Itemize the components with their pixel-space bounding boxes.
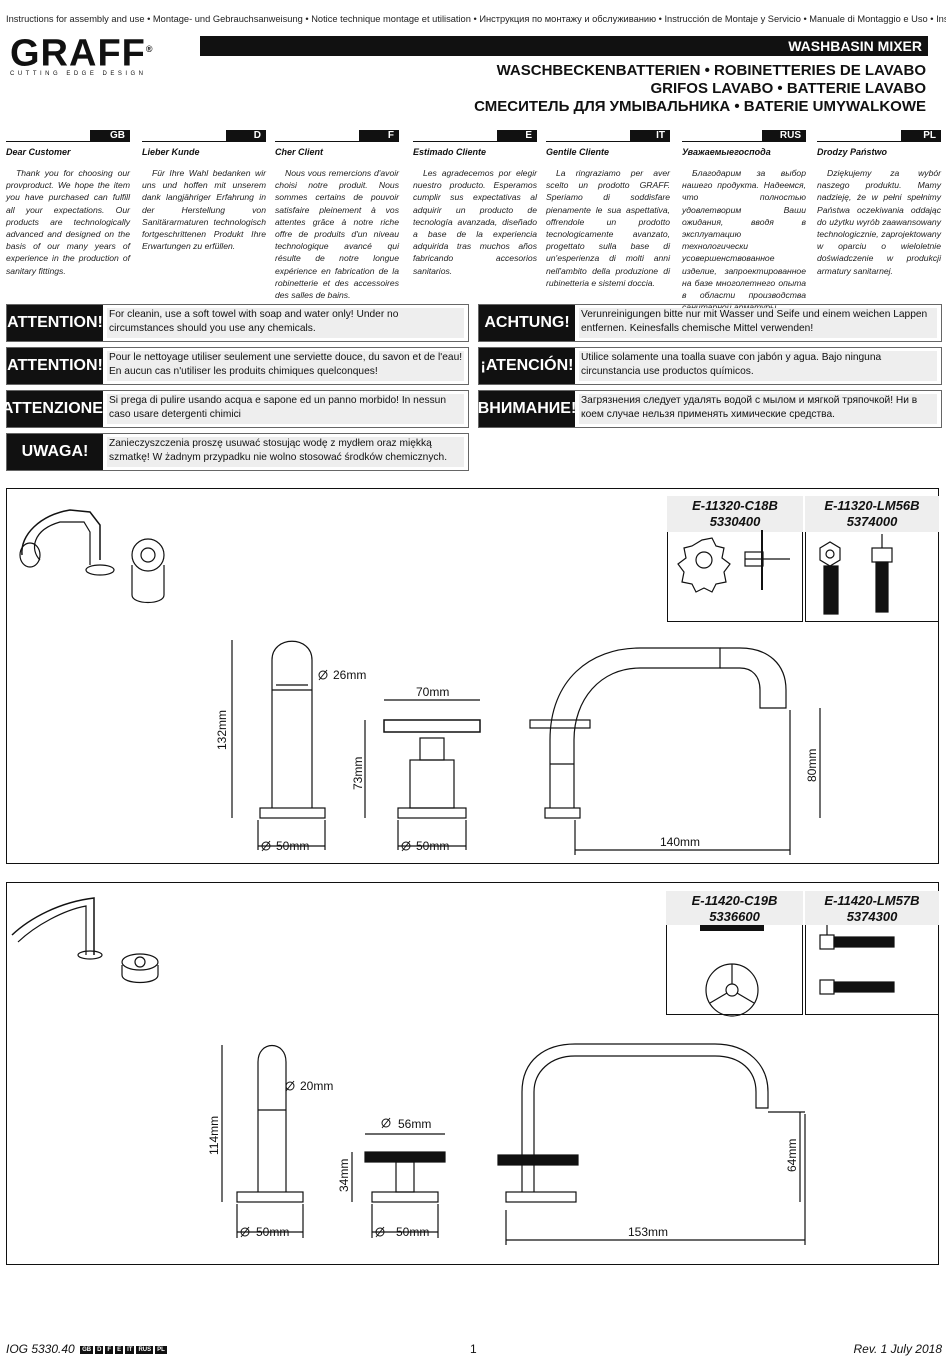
dim-handle-height-2: 34mm [337,1159,351,1192]
lang-tab-it: IT [630,130,670,142]
lang-tab-gb: GB [90,130,130,142]
attention-it: ATTENZIONE!Si prega di pulire usando acq… [2,390,469,428]
intro-text: La ringraziamo per aver scelto un prodot… [546,168,670,288]
mixer-sketch-1 [19,509,165,604]
dim-reach-2: 153mm [628,1225,668,1239]
page-number: 1 [470,1342,477,1356]
attention-de: ACHTUNG!Verunreinigungen bitte nur mit W… [478,304,942,342]
intro-text: Dziękujemy za wybór naszego produktu. Ma… [817,168,941,276]
dim-side-height-1: 80mm [805,749,819,782]
mixer-side-1 [529,647,821,855]
lang-tab-e: E [497,130,537,142]
greeting: Dear Customer [6,147,71,157]
revision-date: Rev. 1 July 2018 [853,1342,943,1356]
title-line-3: СМЕСИТЕЛЬ ДЛЯ УМЫВАЛЬНИКА • BATERIE UMYW… [474,98,926,115]
intro-text: Nous vous remercions d'avoir choisi notr… [275,168,399,301]
title-line-2: GRIFOS LAVABO • BATTERIE LAVABO [650,80,926,97]
spout-front-1 [231,640,326,850]
greeting: Lieber Kunde [142,147,200,157]
intro-text: Für Ihre Wahl bedanken wir uns und hoffe… [142,168,266,252]
dim-handle-width-1: 70mm [416,685,449,699]
greeting: Уважаемыегоспода [682,147,771,157]
attention-es: ¡ATENCIÓN!Utilice solamente una toalla s… [478,347,942,385]
handle-front-1 [364,699,481,850]
dim-spout-diameter-1: 26mm [333,668,366,682]
attention-en: ATTENTION!For cleanin, use a soft towel … [6,304,469,342]
attention-fr: ATTENTION!Pour le nettoyage utiliser seu… [6,347,469,385]
dim-base-3: 50mm [256,1225,289,1239]
dim-base-2: 50mm [416,839,449,853]
attention-pl: UWAGA!Zanieczyszczenia proszę usuwać sto… [6,433,469,471]
dim-handle-width-2: 56mm [398,1117,431,1131]
dim-spout-diameter-2: 20mm [300,1079,333,1093]
lang-tab-rus: RUS [762,130,806,142]
greeting: Cher Client [275,147,324,157]
dim-base-1: 50mm [276,839,309,853]
dim-height-1: 132mm [215,710,229,750]
greeting: Gentile Cliente [546,147,610,157]
lang-tab-f: F [359,130,399,142]
lang-tab-d: D [226,130,266,142]
graff-logo: GRAFF® CUTTING EDGE DESIGN [10,32,154,77]
mixer-sketch-2 [11,897,159,984]
dim-reach-1: 140mm [660,835,700,849]
lang-tab-pl: PL [901,130,941,142]
product-name: WASHBASIN MIXER [788,38,922,54]
handle-lever-icon [819,534,893,615]
intro-text: Les agradecemos por elegir nuestro produ… [413,168,537,276]
handle-lever-2-icon [819,925,895,995]
dim-base-4: 50mm [396,1225,429,1239]
attention-ru: ВНИМАНИЕ!Загрязнения следует удалять вод… [478,390,942,428]
dim-height-2: 114mm [207,1116,221,1155]
handle-front-2 [351,1133,446,1238]
greeting: Estimado Cliente [413,147,487,157]
handle-cross-icon [677,530,790,593]
product-panel-1 [6,488,939,864]
spout-front-2 [221,1045,304,1238]
dim-side-height-2: 64mm [785,1139,799,1172]
dim-handle-height-1: 73mm [351,757,365,790]
title-line-1: WASCHBECKENBATTERIEN • ROBINETTERIES DE … [496,62,926,79]
intro-text: Thank you for choosing our provproduct. … [6,168,130,276]
greeting: Drodzy Państwo [817,147,888,157]
product-title-bar: WASHBASIN MIXER [200,36,928,56]
intro-text: Благодарим за выбор нашего продукта. Над… [682,168,806,312]
handle-wheel-icon [700,925,764,1017]
product-panel-2 [6,882,939,1265]
mixer-side-2 [497,1043,806,1245]
header-languages-line: Instructions for assembly and use • Mont… [6,14,946,24]
